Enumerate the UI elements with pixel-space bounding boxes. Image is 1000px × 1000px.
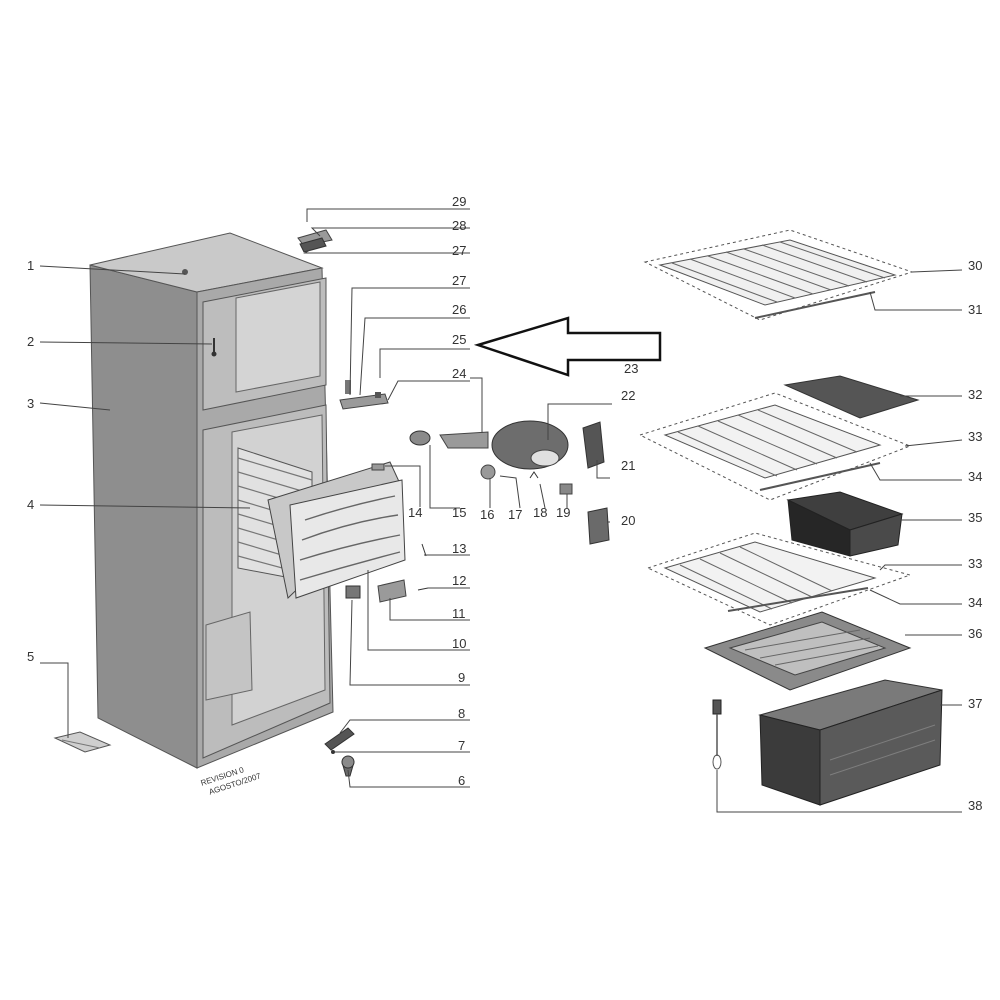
pointer-arrow: [473, 316, 662, 377]
lamp-cable-part: [712, 699, 722, 770]
hinge-parts-top: [297, 212, 333, 253]
label-26: 26: [452, 302, 466, 317]
label-16: 16: [480, 507, 494, 522]
label-20: 20: [621, 513, 635, 528]
label-35: 35: [968, 510, 982, 525]
label-19: 19: [556, 505, 570, 520]
label-21: 21: [621, 458, 635, 473]
crisper-drawer: [758, 679, 943, 806]
compressor-assembly: [409, 420, 610, 545]
label-4: 4: [27, 497, 34, 512]
small-components: [345, 463, 429, 603]
label-9: 9: [458, 670, 465, 685]
label-1: 1: [27, 258, 34, 273]
label-8: 8: [458, 706, 465, 721]
label-25: 25: [452, 332, 466, 347]
label-37: 37: [968, 696, 982, 711]
evaporator-assembly: [237, 447, 406, 599]
label-23: 23: [624, 361, 638, 376]
freezer-shelf: [643, 229, 914, 321]
refrigerator-shelf-lower: [646, 532, 912, 626]
label-15: 15: [452, 505, 466, 520]
label-27b: 27: [452, 243, 466, 258]
crisper-cover: [703, 611, 912, 691]
label-27a: 27: [452, 273, 466, 288]
label-22: 22: [621, 388, 635, 403]
leader-lines: [39, 208, 963, 813]
part-labels: 1 2 3 4 5 6 7 8 9 10 11 12 13 14 15 16 1…: [27, 194, 982, 813]
label-38: 38: [968, 798, 982, 813]
thermostat-housing-parts: [339, 380, 389, 410]
label-33b: 33: [968, 556, 982, 571]
label-31: 31: [968, 302, 982, 317]
shelf-cover-part: [783, 375, 920, 419]
label-29: 29: [452, 194, 466, 209]
label-34b: 34: [968, 595, 982, 610]
label-33a: 33: [968, 429, 982, 444]
label-30: 30: [968, 258, 982, 273]
label-5: 5: [27, 649, 34, 664]
label-24: 24: [452, 366, 466, 381]
label-12: 12: [452, 573, 466, 588]
small-crisper-tray: [786, 491, 904, 557]
label-3: 3: [27, 396, 34, 411]
label-11: 11: [452, 606, 466, 621]
label-36: 36: [968, 626, 982, 641]
bottom-parts: [324, 727, 355, 777]
label-34a: 34: [968, 469, 982, 484]
label-14: 14: [408, 505, 422, 520]
refrigerator-shelf-upper: [638, 392, 912, 501]
label-10: 10: [452, 636, 466, 651]
label-17: 17: [508, 507, 522, 522]
label-6: 6: [458, 773, 465, 788]
label-18: 18: [533, 505, 547, 520]
label-2: 2: [27, 334, 34, 349]
label-32: 32: [968, 387, 982, 402]
label-7: 7: [458, 738, 465, 753]
base-grille-part: [53, 731, 112, 753]
label-28: 28: [452, 218, 466, 233]
label-13: 13: [452, 541, 466, 556]
